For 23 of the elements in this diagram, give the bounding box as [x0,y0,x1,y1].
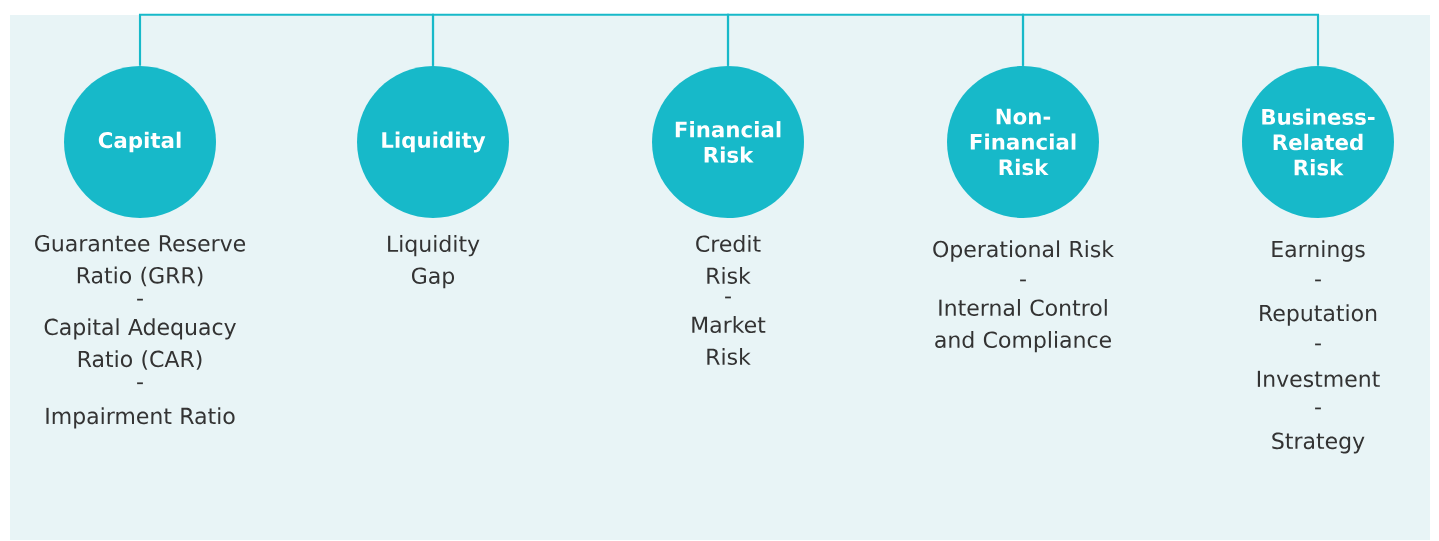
list-item: Credit Risk [696,235,761,284]
list-item: - [1020,279,1026,282]
connector-line [1021,13,1320,66]
list-item: Guarantee Reserve Ratio (GRR) [35,235,246,287]
list-item: Operational Risk [933,240,1114,262]
list-item: Impairment Ratio [46,407,235,429]
list-item: - [1315,407,1321,410]
list-item: Market Risk [692,316,766,366]
list-item: - [137,382,143,385]
list-item: Reputation [1260,304,1377,326]
connector-line [138,13,435,66]
list-item: Capital Adequacy Ratio (CAR) [44,318,236,370]
connector-line [726,13,1025,66]
list-item: - [137,298,143,301]
list-item: - [725,296,731,299]
list-item: Liquidity Gap [388,235,480,289]
list-item: Earnings [1272,240,1365,262]
list-item: Strategy [1272,432,1365,454]
connector-line [431,13,730,66]
list-item: - [1315,279,1321,282]
list-item: - [1315,343,1321,346]
list-item: Internal Control and Compliance [935,299,1111,353]
list-item: Investment [1257,370,1380,388]
